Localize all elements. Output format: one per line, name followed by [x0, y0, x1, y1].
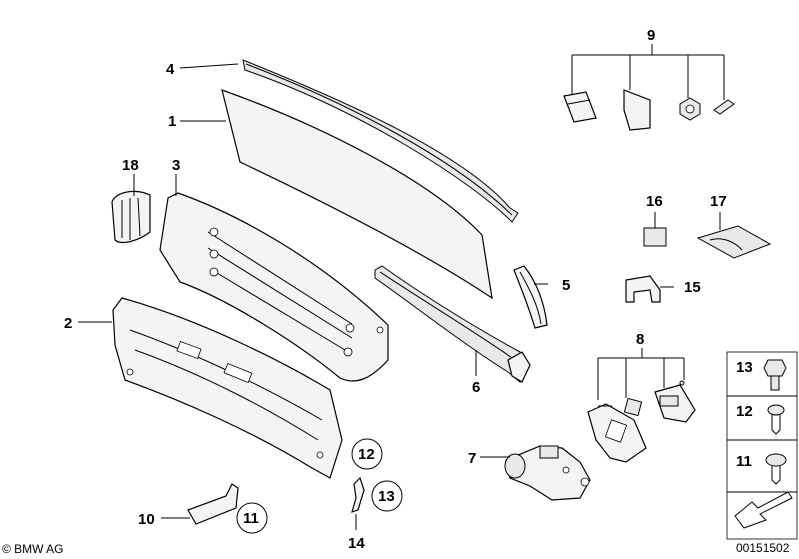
part-3-frame-panel	[159, 192, 389, 382]
callout-16: 16	[646, 193, 663, 210]
arrow-icon	[734, 491, 793, 529]
legend-panel: 13 12 11	[726, 351, 798, 540]
callout-3: 3	[172, 157, 180, 174]
part-7-motor	[504, 445, 591, 501]
screw-12-icon	[767, 404, 785, 435]
callout-1: 1	[168, 113, 176, 130]
callout-17: 17	[710, 193, 727, 210]
circled-13: 13	[378, 488, 395, 505]
callout-2: 2	[64, 315, 72, 332]
callout-10: 10	[138, 511, 155, 528]
part-5-side-trim	[513, 265, 548, 329]
part-4-seal-strip	[242, 59, 519, 223]
callout-15: 15	[684, 279, 701, 296]
legend-13: 13	[736, 359, 753, 376]
callout-9: 9	[647, 27, 655, 44]
callout-18: 18	[122, 157, 139, 174]
callout-4: 4	[166, 61, 175, 78]
part-10-bracket	[187, 483, 239, 525]
circled-12: 12	[358, 446, 375, 463]
callout-labels: 4 1 18 3 2 5 6 7 10 14 9 16 17 15 8	[64, 27, 727, 552]
legend-12: 12	[736, 403, 753, 420]
screw-11-icon	[765, 453, 787, 485]
callout-7: 7	[468, 450, 476, 467]
callout-8: 8	[636, 331, 644, 348]
part-16-pad	[643, 227, 667, 247]
callout-14: 14	[348, 535, 365, 552]
circled-11: 11	[243, 510, 259, 527]
leader-lines	[78, 44, 725, 530]
copyright-text: © BMW AG	[2, 542, 64, 556]
bolt-13-icon	[763, 359, 787, 391]
callout-5: 5	[562, 277, 570, 294]
callout-6: 6	[472, 379, 480, 396]
legend-11: 11	[736, 453, 752, 470]
part-2-lower-frame	[112, 297, 343, 479]
diagram-number: 00151502	[736, 541, 790, 555]
part-1-glass	[221, 89, 493, 300]
part-18-bracket	[111, 190, 151, 244]
part-6-rail	[374, 265, 531, 383]
circled-references: 12 13 11	[236, 438, 403, 534]
part-8-plate-lock	[587, 380, 696, 463]
part-17-sheet	[696, 225, 772, 259]
part-14-clip	[351, 476, 365, 513]
part-15-bracket	[625, 275, 661, 303]
part-9-clips	[563, 89, 735, 131]
